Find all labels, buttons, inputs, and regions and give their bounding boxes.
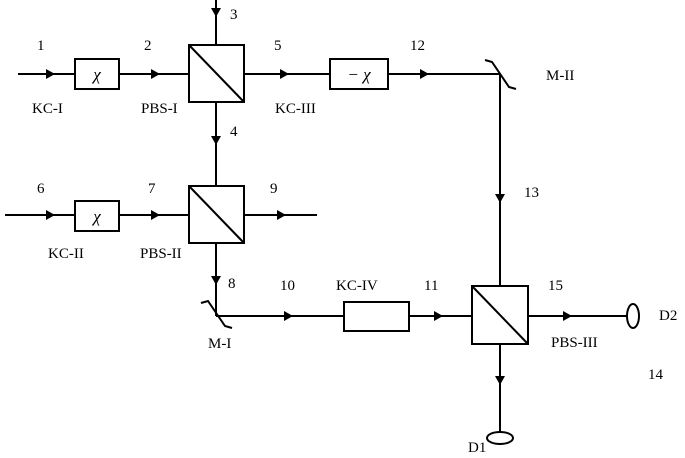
arrow-1 bbox=[46, 69, 55, 79]
arrow-15 bbox=[563, 311, 572, 321]
kc-iii-symbol: − χ bbox=[347, 65, 371, 84]
arrow-5 bbox=[280, 69, 289, 79]
port-label-12: 12 bbox=[410, 38, 425, 54]
port-label-6: 6 bbox=[37, 181, 45, 197]
port-label-5: 5 bbox=[274, 38, 282, 54]
pbs-ii-label: PBS-II bbox=[140, 246, 182, 262]
kc-ii-box bbox=[74, 200, 120, 232]
port-label-2: 2 bbox=[144, 38, 152, 54]
d2-label: D2 bbox=[659, 308, 677, 324]
arrow-13 bbox=[495, 194, 505, 203]
arrow-12 bbox=[420, 69, 429, 79]
kc-iv-label: KC-IV bbox=[336, 278, 378, 294]
arrow-2 bbox=[151, 69, 160, 79]
pbs-ii-diagonal bbox=[188, 185, 245, 244]
arrow-11 bbox=[434, 311, 443, 321]
kc-iv-box bbox=[343, 301, 410, 332]
port-label-3: 3 bbox=[230, 7, 238, 23]
kc-ii-symbol: χ bbox=[91, 207, 101, 226]
arrow-10 bbox=[284, 311, 293, 321]
arrow-to-d1 bbox=[495, 376, 505, 385]
kc-iii-box bbox=[329, 58, 389, 90]
pbs-iii-label: PBS-III bbox=[551, 335, 598, 351]
port-label-1: 1 bbox=[37, 38, 45, 54]
arrow-4 bbox=[211, 136, 221, 145]
kc-ii-label: KC-II bbox=[48, 246, 84, 262]
arrow-3 bbox=[211, 8, 221, 17]
pbs-iii-diagonal bbox=[471, 285, 529, 345]
port-label-4: 4 bbox=[230, 124, 238, 140]
m-ii-label: M-II bbox=[546, 68, 574, 84]
arrow-7 bbox=[151, 210, 160, 220]
port-label-10: 10 bbox=[280, 278, 295, 294]
mirror-m-i bbox=[200, 299, 233, 329]
port-label-15: 15 bbox=[548, 278, 563, 294]
kc-i-label: KC-I bbox=[32, 101, 63, 117]
arrow-8 bbox=[211, 276, 221, 285]
arrow-9 bbox=[277, 210, 286, 220]
port-label-8: 8 bbox=[228, 276, 236, 292]
pbs-i-diagonal bbox=[188, 44, 245, 103]
d1-label: D1 bbox=[468, 440, 486, 456]
arrow-6 bbox=[46, 210, 55, 220]
port-label-11: 11 bbox=[424, 278, 438, 294]
port-label-13: 13 bbox=[524, 185, 539, 201]
port-label-9: 9 bbox=[270, 181, 278, 197]
kc-iii-label: KC-III bbox=[275, 101, 316, 117]
kc-i-symbol: χ bbox=[91, 65, 101, 84]
pbs-i-label: PBS-I bbox=[141, 101, 178, 117]
port-label-7: 7 bbox=[148, 181, 156, 197]
m-i-label: M-I bbox=[208, 336, 231, 352]
detector-d1 bbox=[486, 431, 514, 445]
detector-d2 bbox=[626, 303, 640, 329]
port-label-14: 14 bbox=[648, 367, 664, 383]
